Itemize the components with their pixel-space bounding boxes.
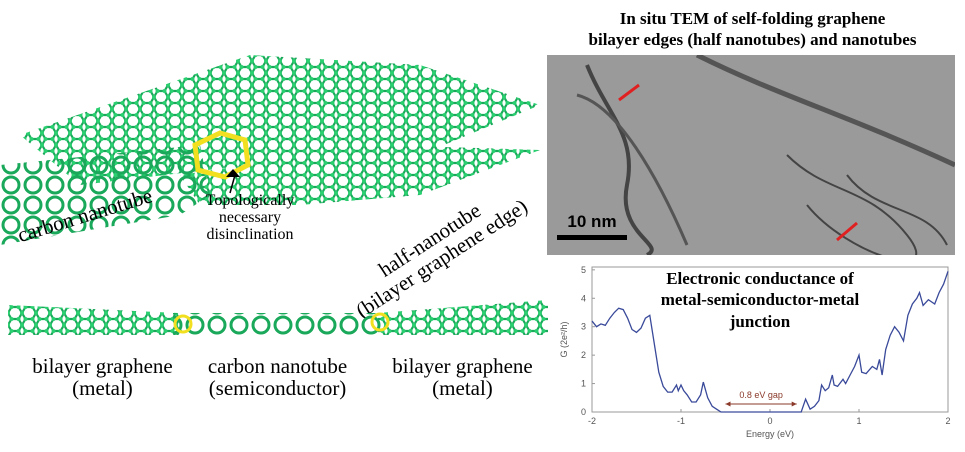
tem-image [547, 55, 955, 255]
label-left-graphene: bilayer graphene (metal) [32, 354, 173, 401]
x-tick-label: -1 [677, 416, 685, 426]
x-tick-label: 0 [767, 416, 772, 426]
disclination-ring [192, 130, 251, 180]
gap-arrow-left-head [725, 401, 731, 407]
y-tick-label: 2 [581, 350, 586, 360]
x-tick-label: 2 [945, 416, 950, 426]
conductance-line [591, 271, 949, 413]
left-defect [173, 314, 193, 334]
y-tick-label: 3 [581, 322, 586, 332]
y-tick-label: 1 [581, 379, 586, 389]
red-arrow-2 [836, 221, 858, 242]
gap-arrow-right-head [791, 401, 797, 407]
gap-annotation: 0.8 eV gap [739, 390, 783, 400]
x-tick-label: -2 [588, 416, 596, 426]
junction-strip-illustration [8, 300, 548, 335]
right-bilayer [378, 300, 548, 335]
graphene-nanotube-illustration [0, 55, 540, 245]
arrow-head-icon [226, 169, 240, 177]
central-nanotube [173, 313, 383, 335]
pointer-arrow [229, 174, 236, 194]
lower-graphene-sheet [180, 145, 540, 205]
scale-bar [557, 235, 627, 240]
chart-title: Electronic conductance of metal-semicond… [660, 269, 860, 331]
scale-bar-label: 10 nm [567, 212, 617, 231]
label-disclination: Topologically necessary disinclination [205, 192, 295, 243]
y-axis-label: G (2e²/h) [559, 321, 569, 357]
label-center-nanotube: carbon nanotube (semiconductor) [207, 354, 348, 401]
label-right-graphene: bilayer graphene (metal) [392, 354, 533, 401]
y-tick-label: 4 [581, 293, 586, 303]
left-bilayer [8, 305, 183, 335]
x-axis-label: Energy (eV) [746, 429, 794, 439]
right-defect [370, 312, 390, 332]
y-tick-label: 0 [581, 407, 586, 417]
tem-title: In situ TEM of self-folding graphene bil… [588, 9, 917, 50]
x-tick-label: 1 [856, 416, 861, 426]
nanotube-body [0, 145, 210, 245]
red-arrow-1 [618, 83, 640, 102]
y-tick-label: 5 [581, 265, 586, 275]
